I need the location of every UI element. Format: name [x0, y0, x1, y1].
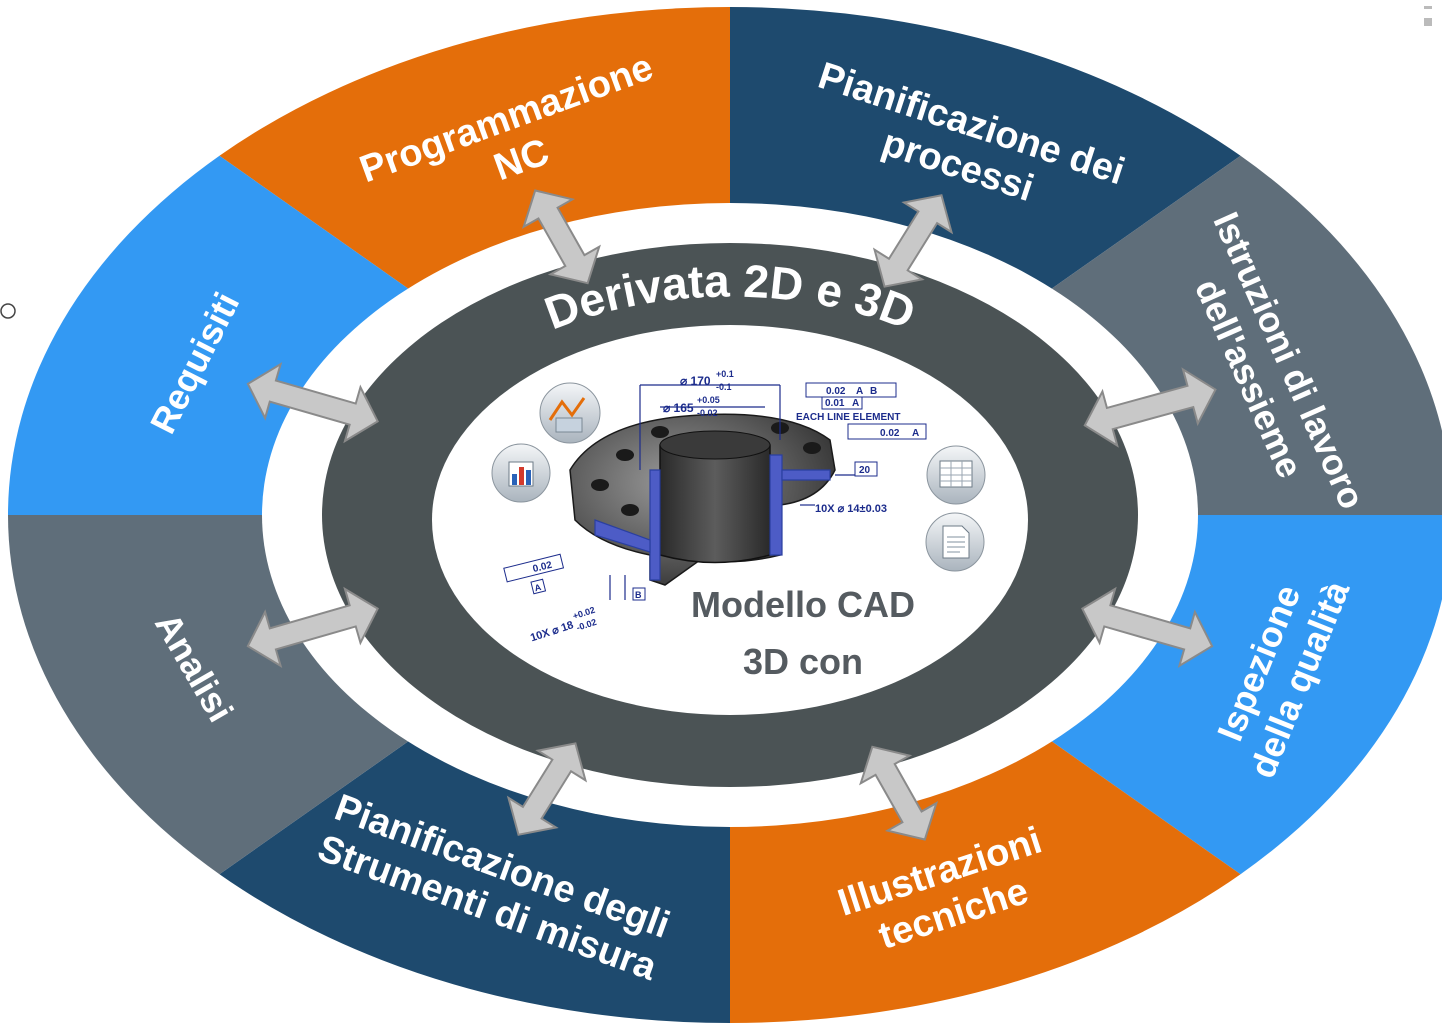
dim-20-box: 20 [854, 461, 878, 477]
edge-circle-mark [0, 303, 16, 319]
edge-mark-square [1424, 18, 1432, 26]
holes-callout: 10X ⌀ 14±0.03 [815, 503, 887, 515]
double-arrow-illustrazioni-tecniche [859, 745, 939, 841]
svg-text:20: 20 [859, 465, 871, 476]
double-arrow-ispezione-qualita [1081, 586, 1214, 668]
double-arrow-analisi [246, 586, 379, 668]
double-arrow-istruzioni-lavoro [1083, 367, 1217, 448]
svg-text:A: A [852, 398, 859, 409]
dim-170: ⌀ 170 [680, 374, 711, 388]
each-line-element: EACH LINE ELEMENT [796, 412, 900, 423]
dim-170-tol-upper: +0.1 [716, 369, 734, 379]
cad-model-illustration: ⌀ 170 +0.1 -0.1 ⌀ 165 +0.05 -0.02 0.02 A… [503, 369, 927, 644]
svg-text:A: A [533, 582, 542, 593]
svg-text:A: A [912, 428, 919, 439]
spreadsheet-icon [926, 445, 986, 505]
double-arrow-requisiti [246, 362, 379, 444]
dim-165-tol-upper: +0.05 [697, 395, 720, 405]
svg-text:0.01: 0.01 [825, 398, 845, 409]
document-icon [925, 512, 985, 572]
edge-mark-top [1424, 6, 1432, 9]
section-hatch [594, 454, 831, 581]
double-arrow-pianificazione-strumenti [506, 742, 588, 836]
double-arrow-pianificazione-processi [872, 194, 954, 288]
svg-text:B: B [870, 386, 877, 397]
dim-165-tol-lower: -0.02 [697, 408, 718, 418]
double-arrow-programmazione-nc [521, 189, 601, 285]
datum-b: B [632, 587, 646, 601]
core-title-line2: 3D con [743, 641, 863, 682]
chart-analysis-icon [539, 382, 601, 444]
svg-text:0.02: 0.02 [532, 560, 554, 575]
bar-chart-icon [491, 443, 551, 503]
flatness-frame: 0.02 A [503, 553, 565, 595]
dim-165: ⌀ 165 [663, 401, 694, 415]
feature-control-frame-2: 0.02 A [847, 423, 927, 440]
svg-text:A: A [856, 386, 863, 397]
core-title-line1: Modello CAD [691, 584, 915, 625]
svg-text:B: B [635, 590, 642, 600]
dim-170-tol-lower: -0.1 [716, 382, 732, 392]
bore-opening [659, 430, 771, 460]
svg-text:0.02: 0.02 [880, 428, 900, 439]
svg-text:0.02: 0.02 [826, 386, 846, 397]
connector-arrows [246, 189, 1217, 841]
feature-control-frame-1: 0.02 A B 0.01 A EACH LINE ELEMENT [796, 382, 900, 423]
dimension-lines [609, 384, 860, 600]
